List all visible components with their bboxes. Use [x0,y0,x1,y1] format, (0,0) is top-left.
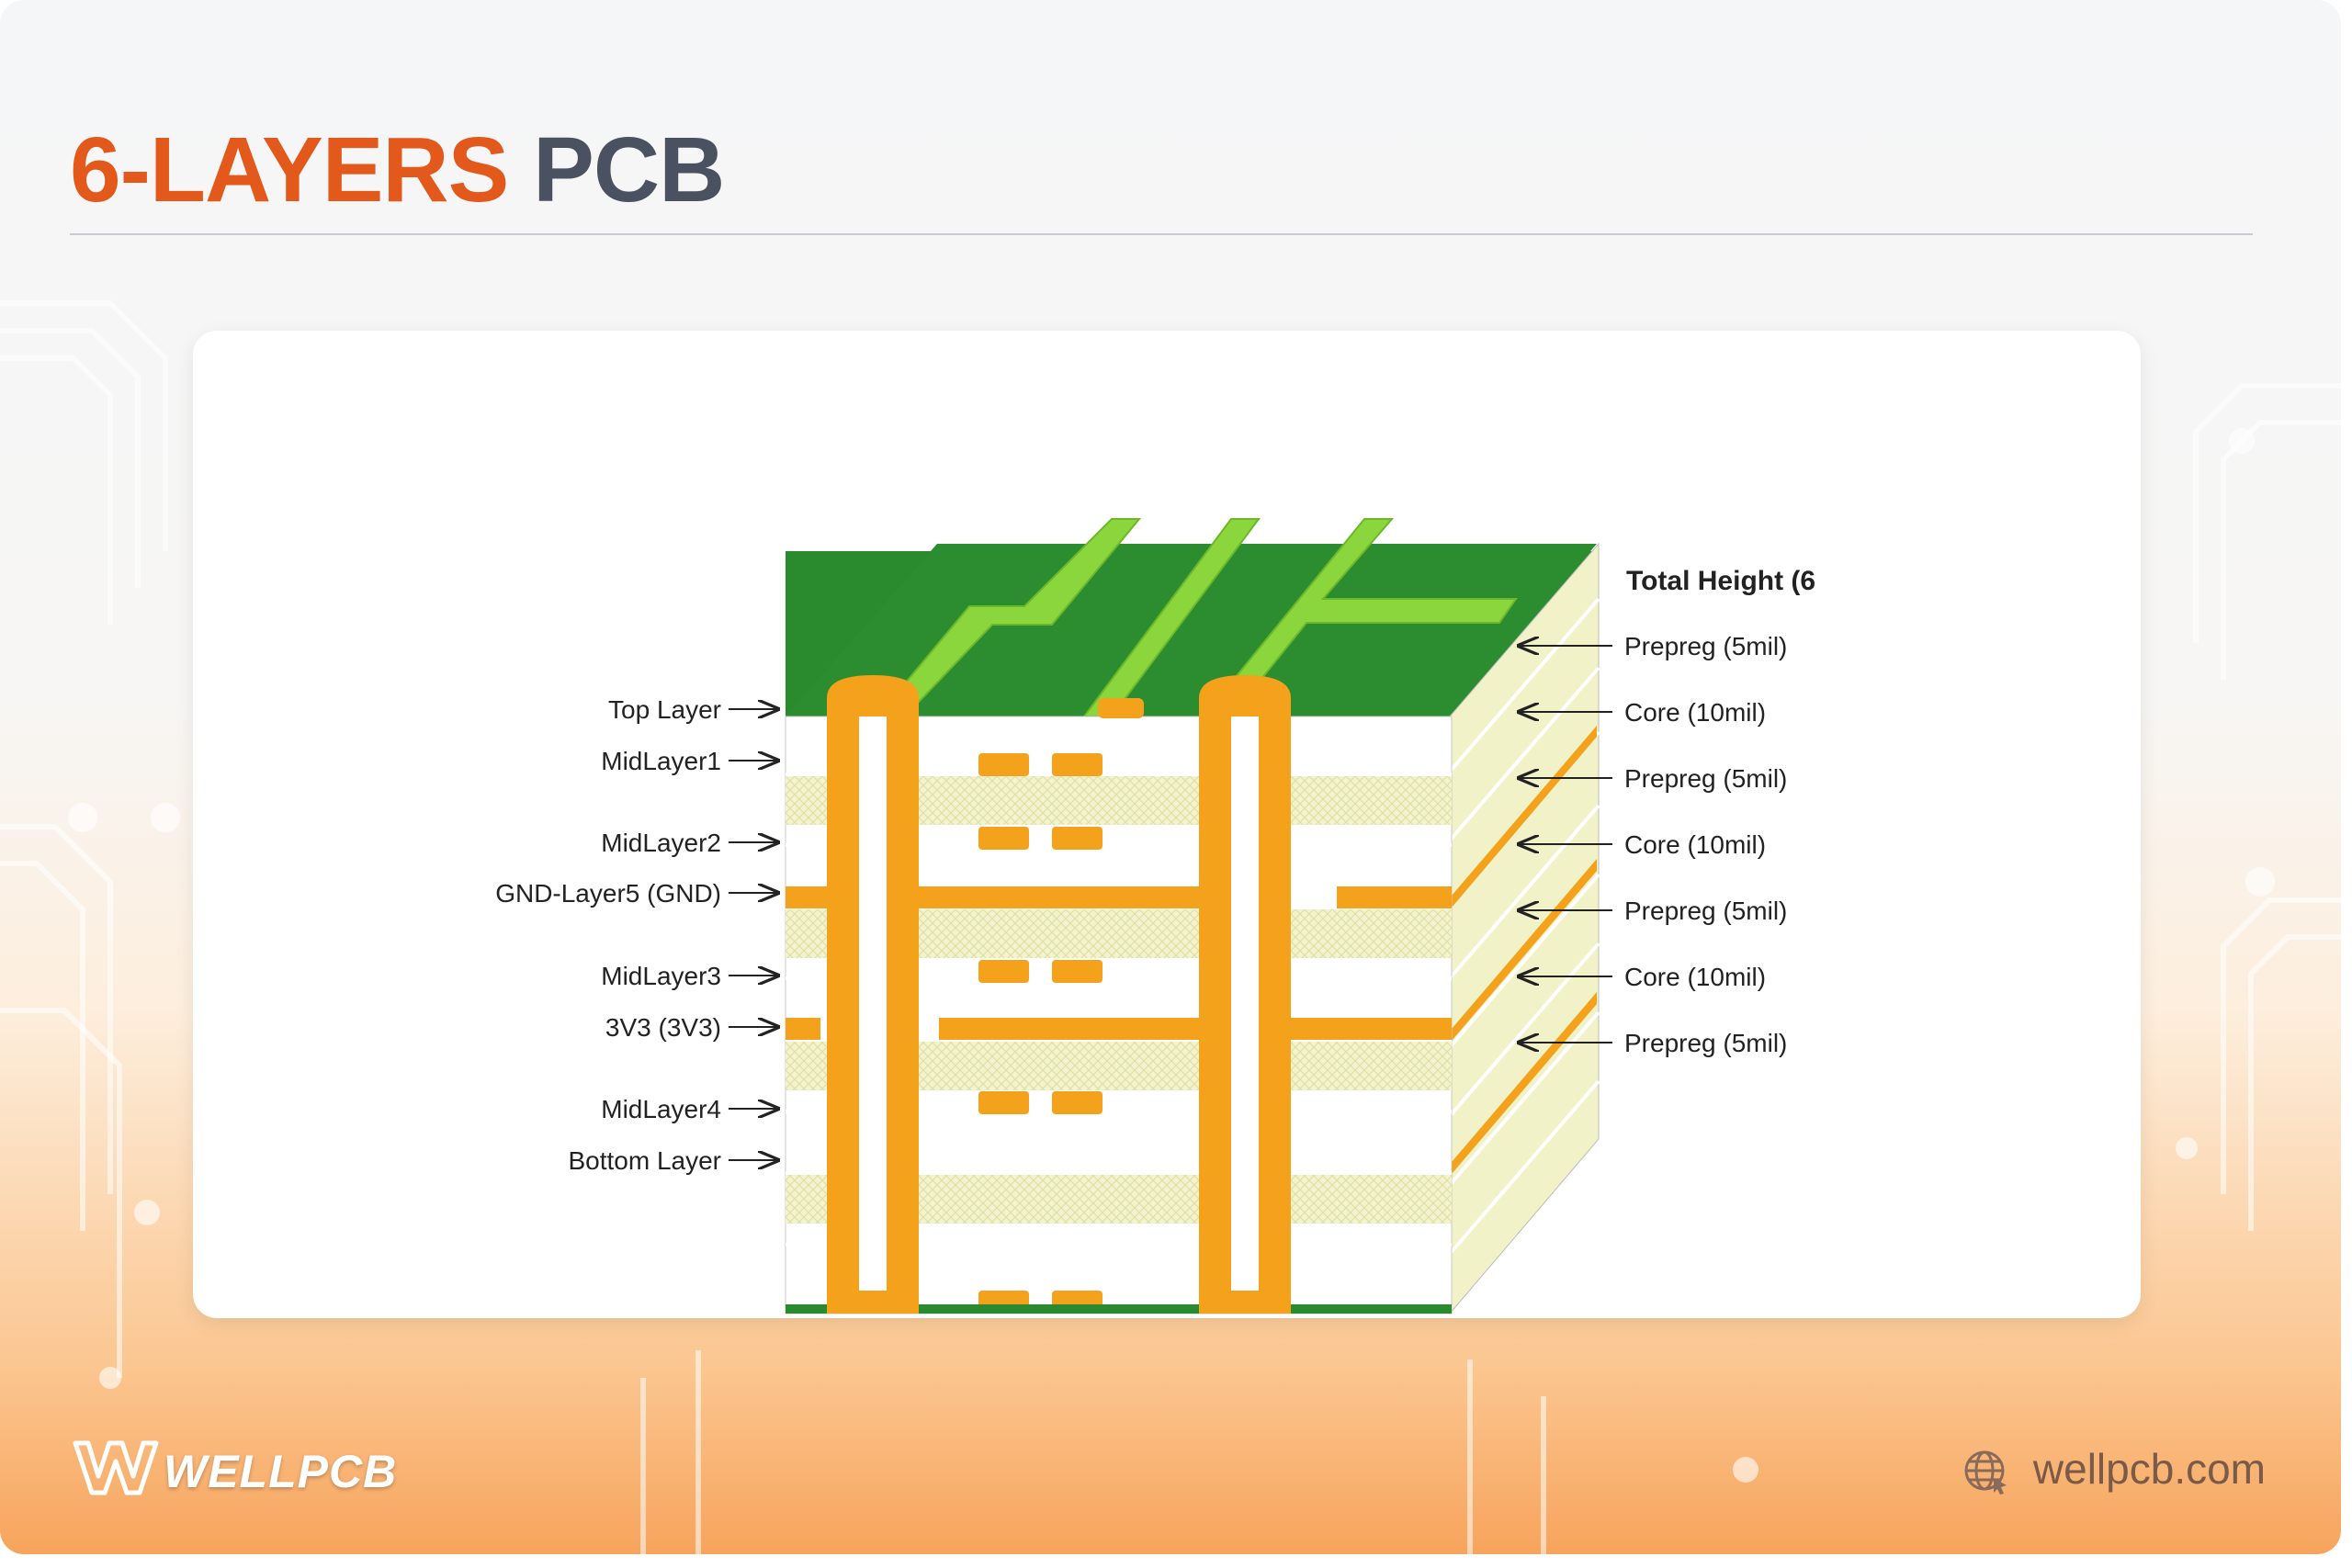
page-title: 6-LAYERS PCB [70,118,725,223]
label-midlayer2: MidLayer2 [601,829,721,857]
label-midlayer4: MidLayer4 [601,1095,721,1123]
brand-logo: WELLPCB [72,1438,396,1502]
brand-name: WELLPCB [164,1446,398,1497]
label-prepreg-3: Prepreg (5mil) [1624,897,1787,925]
pcb-stackup-diagram: Top Layer MidLayer1 MidLayer2 GND-Layer5… [495,518,1815,1315]
label-gnd-layer: GND-Layer5 (GND) [495,879,721,908]
label-bottom-layer: Bottom Layer [568,1146,721,1175]
title-rest: PCB [533,118,725,221]
bottom-surface [786,1304,1452,1314]
top-surface-left [786,551,790,716]
plated-via-right [1199,675,1291,1314]
label-midlayer3: MidLayer3 [601,962,721,990]
side-copper [1452,726,1597,1174]
top-surface-full [786,544,1597,716]
wellpcb-w-logo-icon [73,1440,159,1495]
label-prepreg-2: Prepreg (5mil) [1624,764,1787,793]
label-3v3: 3V3 (3V3) [605,1013,721,1042]
label-core-3: Core (10mil) [1624,963,1766,991]
plated-via-left [827,675,919,1314]
label-core-1: Core (10mil) [1624,698,1766,727]
top-via-pad [1098,698,1144,718]
title-divider [70,233,2253,235]
website-text: wellpcb.com [2032,1445,2266,1493]
globe-icon [1964,1450,2007,1495]
label-prepreg-4: Prepreg (5mil) [1624,1029,1787,1057]
label-top-layer: Top Layer [608,695,721,724]
label-core-2: Core (10mil) [1624,830,1766,859]
copper-pads [978,753,1102,1314]
website-link[interactable]: wellpcb.com [1962,1444,2266,1496]
label-total-height: Total Height (6 [1626,566,1815,596]
label-midlayer1: MidLayer1 [601,747,721,775]
right-label-arrows [1521,646,1612,1043]
title-accent: 6-LAYERS [70,118,509,221]
label-prepreg-1: Prepreg (5mil) [1624,632,1787,660]
left-label-arrows [729,709,776,1160]
